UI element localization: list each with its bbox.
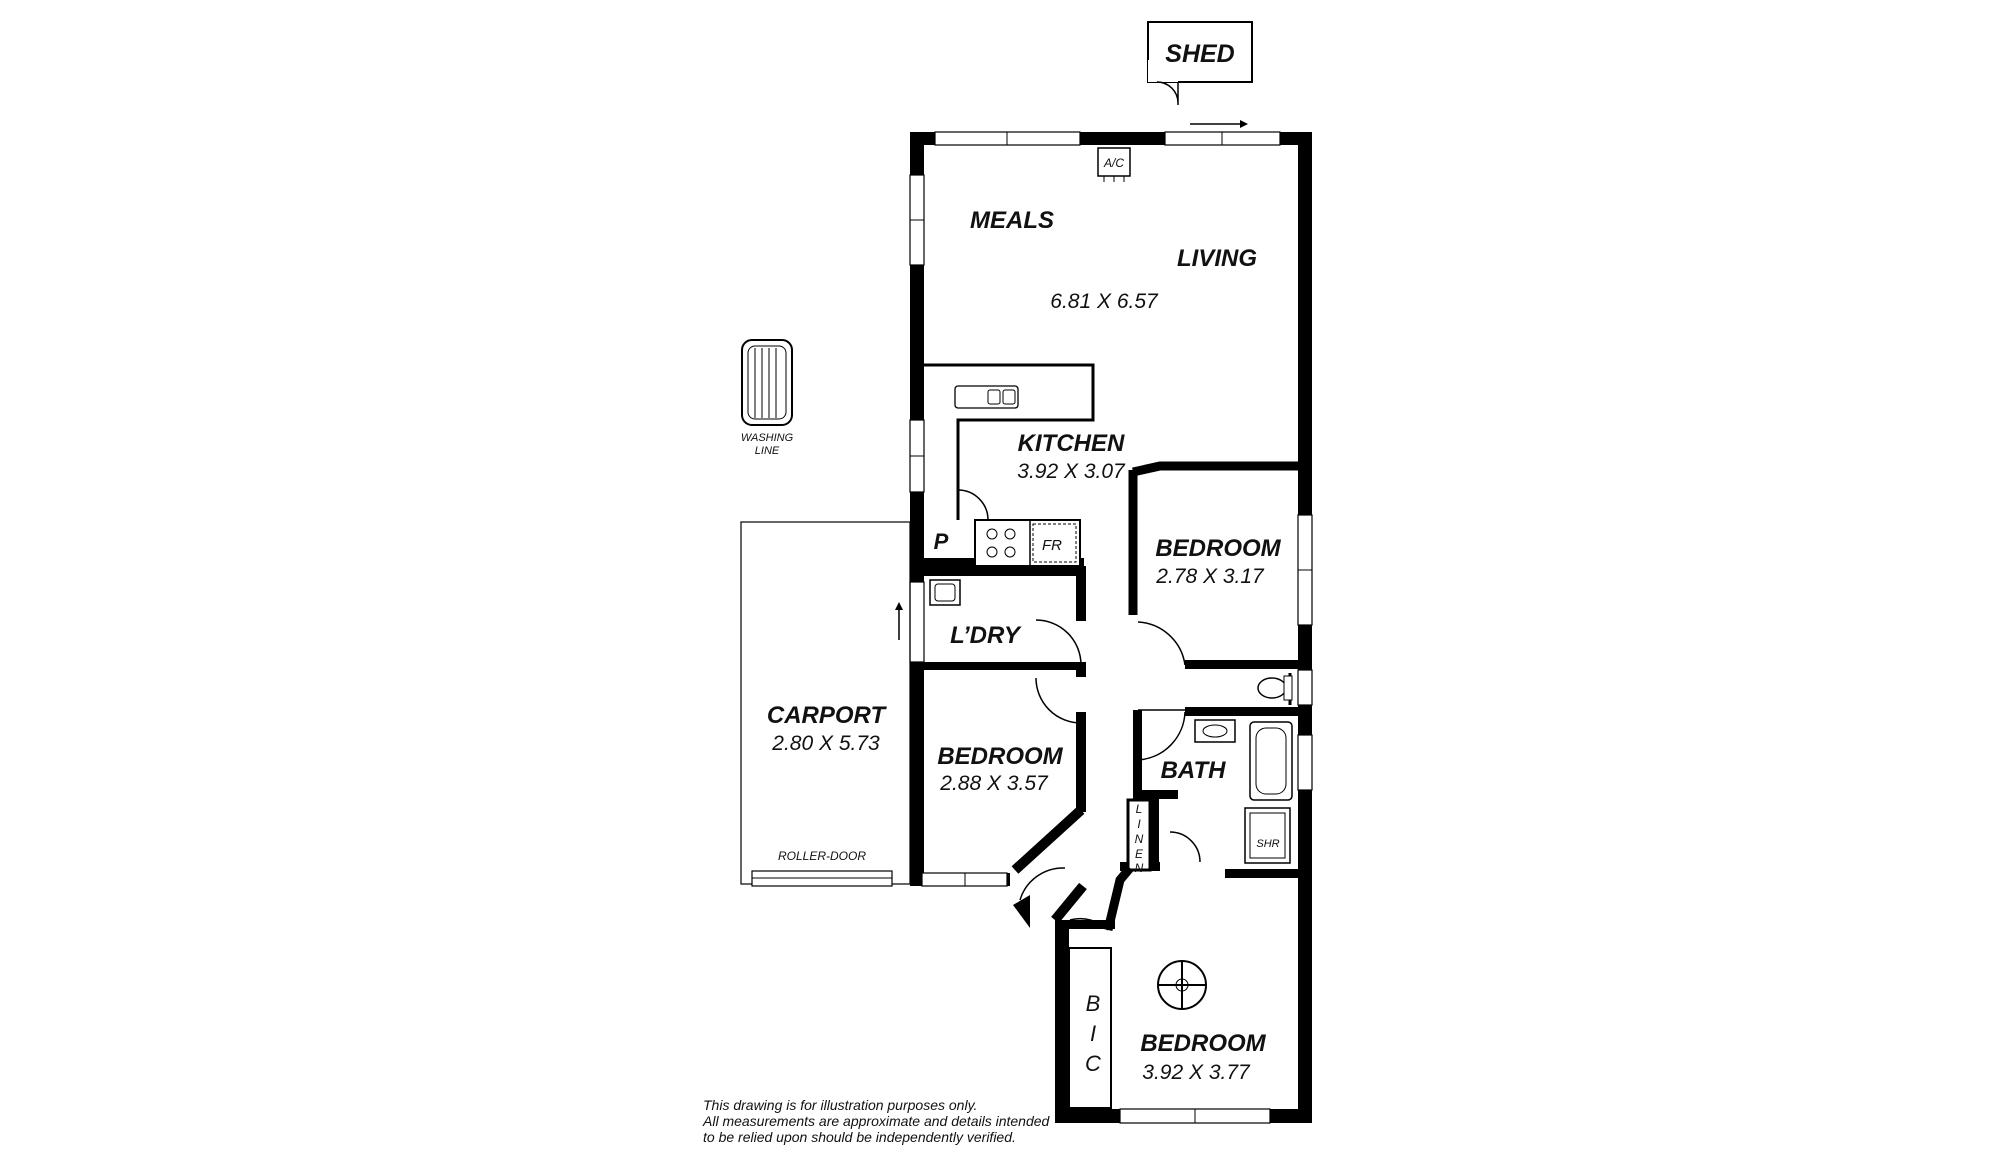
linen-letter: N bbox=[1135, 832, 1144, 846]
carport-label: CARPORT bbox=[767, 702, 888, 729]
washing-line bbox=[741, 339, 793, 426]
bedroom-right-size: 2.78 X 3.17 bbox=[1155, 565, 1265, 588]
bic-letter: C bbox=[1085, 1051, 1101, 1076]
carport-size: 2.80 X 5.73 bbox=[771, 732, 880, 755]
meals-label: MEALS bbox=[970, 207, 1054, 234]
linen-label: L I N E N bbox=[1135, 802, 1144, 875]
bedroom-left-label: BEDROOM bbox=[937, 743, 1063, 770]
washing-line-text: WASHING bbox=[741, 432, 794, 444]
ceiling-fan-icon bbox=[1157, 960, 1207, 1010]
disclaimer-line: This drawing is for illustration purpose… bbox=[703, 1097, 977, 1113]
laundry-label: L’DRY bbox=[950, 622, 1022, 649]
ac-unit: A/C bbox=[1097, 147, 1131, 182]
bic-letter: I bbox=[1090, 1021, 1096, 1046]
living-label: LIVING bbox=[1177, 245, 1257, 272]
disclaimer-line: to be relied upon should be independentl… bbox=[703, 1129, 1016, 1145]
room-labels: MEALS LIVING 6.81 X 6.57 KITCHEN 3.92 X … bbox=[767, 207, 1282, 1084]
living-size: 6.81 X 6.57 bbox=[1050, 290, 1159, 313]
carport bbox=[740, 521, 911, 887]
kitchen-size: 3.92 X 3.07 bbox=[1017, 460, 1126, 483]
bic-letter: B bbox=[1086, 991, 1101, 1016]
bedroom-left-size: 2.88 X 3.57 bbox=[939, 772, 1049, 795]
kitchen-label: KITCHEN bbox=[1018, 430, 1125, 457]
shed: SHED bbox=[1147, 21, 1253, 105]
disclaimer-line: All measurements are approximate and det… bbox=[702, 1113, 1051, 1129]
bedroom-right-label: BEDROOM bbox=[1155, 535, 1281, 562]
disclaimer: This drawing is for illustration purpose… bbox=[702, 1097, 1051, 1145]
shower-label: SHR bbox=[1256, 838, 1279, 850]
washing-line-text: LINE bbox=[755, 445, 780, 457]
bic-label: B I C bbox=[1085, 991, 1101, 1076]
windows bbox=[895, 120, 1313, 1124]
linen-letter: L bbox=[1136, 802, 1143, 816]
ac-label: A/C bbox=[1103, 156, 1124, 170]
linen-letter: N bbox=[1135, 861, 1144, 875]
bedroom-main-size: 3.92 X 3.77 bbox=[1142, 1061, 1251, 1084]
shed-label: SHED bbox=[1165, 40, 1234, 68]
washing-line-label: WASHING LINE bbox=[741, 432, 794, 457]
fridge-label: FR bbox=[1042, 537, 1062, 554]
bedroom-main-label: BEDROOM bbox=[1140, 1030, 1266, 1057]
pantry-label: P bbox=[934, 529, 949, 554]
linen-letter: I bbox=[1137, 817, 1141, 831]
linen-letter: E bbox=[1135, 847, 1144, 861]
internal-walls bbox=[924, 363, 1298, 1109]
bath-label: BATH bbox=[1161, 757, 1227, 784]
roller-door-label: ROLLER-DOOR bbox=[778, 849, 866, 863]
